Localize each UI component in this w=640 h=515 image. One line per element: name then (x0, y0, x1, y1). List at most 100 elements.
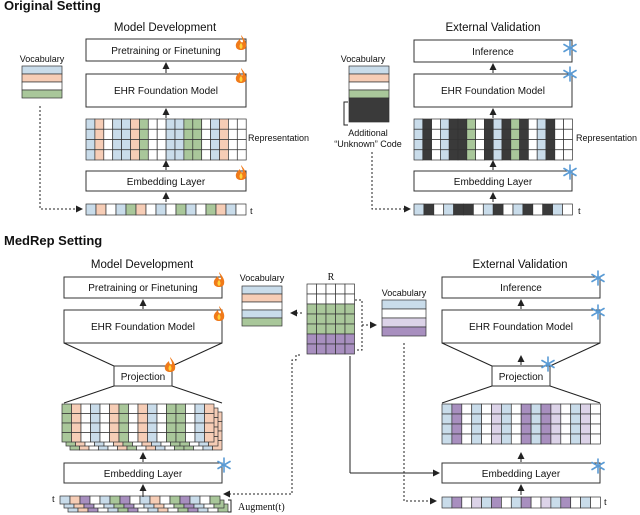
grid-cell (61, 413, 72, 424)
dotted-bracket (355, 299, 363, 351)
grid-cell (174, 128, 185, 140)
grid-cell (80, 413, 91, 424)
grid-cell (563, 139, 573, 151)
token-cell (580, 496, 591, 509)
snowflake-icon (591, 458, 605, 474)
grid-cell (236, 118, 247, 130)
r-cell (306, 323, 317, 335)
grid-cell (156, 118, 167, 130)
grid-cell (103, 139, 114, 151)
grid-cell (540, 403, 552, 415)
grid-cell (451, 403, 463, 415)
vocab-row (241, 317, 283, 327)
grid-cell (94, 149, 105, 161)
vocab-row (21, 65, 63, 75)
inference-label: Inference (472, 47, 514, 58)
token-cell (542, 203, 553, 216)
grid-cell (545, 128, 556, 140)
r-matrix (306, 283, 355, 355)
grid-cell (174, 118, 185, 130)
token-cell (175, 203, 187, 216)
r-cell (306, 293, 317, 305)
grid-cell (139, 139, 149, 151)
grid-cell (112, 149, 122, 161)
r-cell (335, 323, 346, 335)
grid-cell (501, 433, 512, 445)
r-cell (325, 343, 336, 355)
medrep-model-development: Model Development Pretraining or Finetun… (52, 259, 285, 513)
r-cell (306, 313, 317, 325)
grid-cell (466, 139, 476, 151)
grid-cell (185, 413, 196, 424)
grid-cell (80, 422, 91, 433)
grid-cell (413, 149, 424, 161)
token-cell (451, 496, 463, 509)
grid-cell (475, 118, 485, 130)
grid-cell (156, 128, 167, 140)
token-cell (491, 496, 502, 509)
token-cell (532, 203, 544, 216)
grid-cell (204, 432, 215, 443)
grid-cell (194, 432, 205, 443)
embedding-layer-box (85, 170, 247, 192)
token-cell (69, 495, 81, 505)
r-cell (316, 343, 327, 355)
vocab-row (241, 285, 283, 295)
grid-cell (90, 432, 101, 443)
vocab-row (381, 308, 427, 319)
grid-cell (501, 403, 512, 415)
grid-cell (137, 422, 148, 433)
grid-cell (130, 128, 140, 140)
snowflake-icon (563, 40, 577, 56)
grid-cell (560, 433, 572, 445)
grid-cell (94, 128, 105, 140)
grid-cell (536, 128, 547, 140)
grid-cell (528, 149, 538, 161)
token-cell (209, 495, 221, 505)
snowflake-icon (563, 164, 577, 180)
pretraining-box (63, 276, 223, 299)
token-cell (443, 203, 454, 216)
projection-box (113, 365, 173, 387)
embedding-layer-label: Embedding Layer (104, 469, 183, 480)
r-cell (344, 283, 355, 295)
grid-cell (71, 403, 82, 414)
dotted-arrow (403, 343, 437, 505)
grid-cell (99, 413, 110, 424)
grid-cell (440, 118, 450, 130)
grid-cell (554, 118, 564, 130)
grid-cell (471, 403, 482, 415)
token-cell (562, 203, 573, 216)
grid-cell (431, 149, 441, 161)
grid-cell (228, 139, 238, 151)
section-title-original: Original Setting (4, 0, 101, 13)
vocab-row (21, 81, 63, 91)
grid-cell (147, 139, 158, 151)
grid-cell (236, 149, 247, 161)
token-cell (189, 495, 201, 505)
token-cell (510, 496, 522, 509)
grid-cell (219, 128, 229, 140)
grid-cell (481, 413, 492, 425)
grid-cell (563, 128, 573, 140)
token-cell (461, 496, 473, 509)
grid-cell (550, 403, 562, 415)
representation-label: Representation (248, 133, 309, 143)
grid-cell (560, 423, 572, 435)
grid-cell (210, 128, 220, 140)
grid-cell (550, 413, 562, 425)
grid-cell (481, 403, 492, 415)
r-cell (325, 313, 336, 325)
snowflake-icon (563, 66, 577, 82)
r-cell (325, 293, 336, 305)
vocab-row (348, 81, 390, 91)
token-cell (413, 203, 425, 216)
token-cell (169, 495, 181, 505)
vocabulary-label: Vocabulary (341, 54, 386, 64)
grid-cell (121, 128, 131, 140)
token-sequence (441, 496, 601, 509)
grid-cell (457, 139, 468, 151)
grid-cell (484, 128, 494, 140)
grid-cell (71, 432, 82, 443)
grid-cell (520, 423, 532, 435)
